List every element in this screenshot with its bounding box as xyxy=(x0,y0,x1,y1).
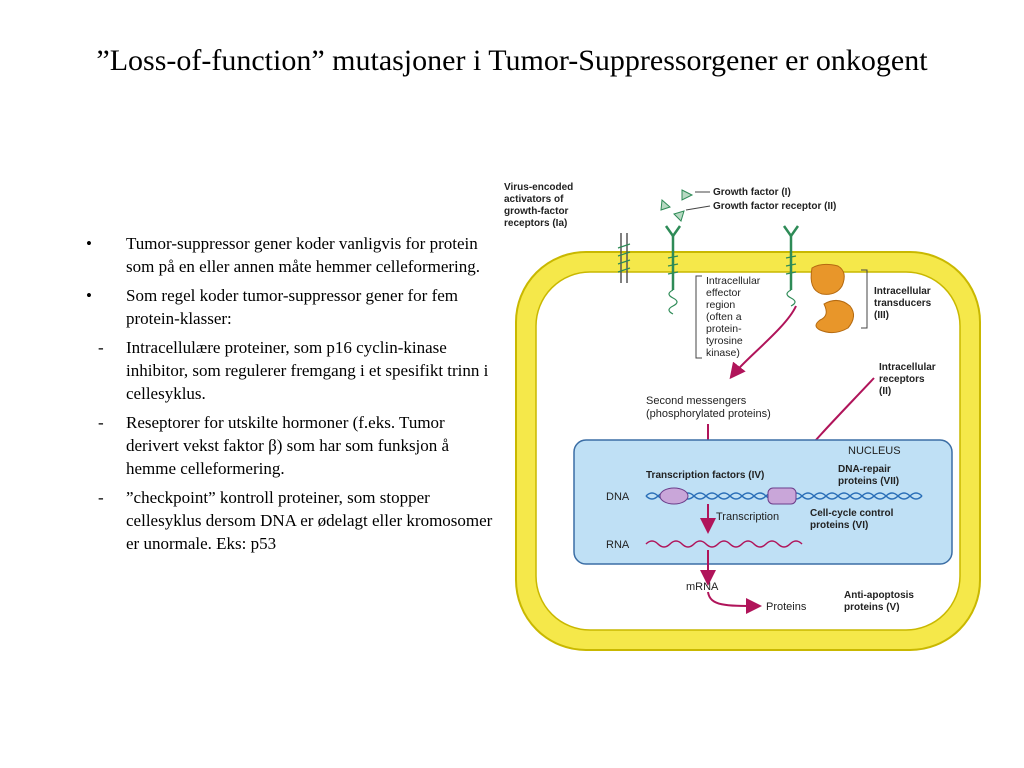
bracket xyxy=(861,269,868,329)
nucleus xyxy=(573,439,953,565)
rna-strand xyxy=(645,540,803,548)
sub-symbol: - xyxy=(98,338,104,357)
bullet-symbol: • xyxy=(86,286,92,305)
growth-factor-icon xyxy=(660,198,671,211)
pointer-line xyxy=(685,205,711,211)
sub-item: - ”checkpoint” kontroll proteiner, som s… xyxy=(86,486,496,555)
bullet-item: • Som regel koder tumor-suppressor gener… xyxy=(86,284,496,330)
transcription-factor-icon xyxy=(767,487,797,505)
sub-symbol: - xyxy=(98,413,104,432)
signal-arrow xyxy=(707,591,762,614)
signal-arrow xyxy=(729,305,797,380)
proteins-label: Proteins xyxy=(766,601,807,613)
transcription-label: Transcription xyxy=(716,511,779,523)
sub-item: - Intracellulære proteiner, som p16 cycl… xyxy=(86,336,496,405)
rna-label: RNA xyxy=(606,539,630,551)
transcription-factor-icon xyxy=(659,487,689,505)
transducer-icon xyxy=(810,263,845,295)
virus-receptor-icon xyxy=(617,233,631,283)
bullet-text: Som regel koder tumor-suppressor gener f… xyxy=(126,286,459,328)
growth-factor-icon xyxy=(673,210,685,222)
growth-factor-label: Growth factor (I) xyxy=(713,187,791,198)
growth-factor-receptor-icon xyxy=(664,225,682,315)
sub-text: Intracellulære proteiner, som p16 cyclin… xyxy=(126,338,489,403)
growth-factor-receptor-icon xyxy=(782,225,800,307)
bullet-list: • Tumor-suppressor gener koder vanligvis… xyxy=(86,232,496,561)
slide-title: ”Loss-of-function” mutasjoner i Tumor-Su… xyxy=(96,44,928,77)
growth-factor-receptor-label: Growth factor receptor (II) xyxy=(713,201,836,212)
transducer-icon xyxy=(815,300,854,334)
mrna-label: mRNA xyxy=(686,581,719,593)
dna-label: DNA xyxy=(606,491,630,503)
growth-factor-icon xyxy=(681,189,694,201)
bracket xyxy=(695,275,702,359)
bullet-text: Tumor-suppressor gener koder vanligvis f… xyxy=(126,234,481,276)
transcription-factors-label: Transcription factors (IV) xyxy=(646,470,764,481)
bullet-symbol: • xyxy=(86,234,92,253)
sub-text: Reseptorer for utskilte hormoner (f.eks.… xyxy=(126,413,450,478)
nucleus-label: NUCLEUS xyxy=(848,445,901,457)
sub-item: - Reseptorer for utskilte hormoner (f.ek… xyxy=(86,411,496,480)
sub-symbol: - xyxy=(98,488,104,507)
second-messengers-label: Second messengers(phosphorylated protein… xyxy=(646,395,771,420)
bullet-item: • Tumor-suppressor gener koder vanligvis… xyxy=(86,232,496,278)
sub-text: ”checkpoint” kontroll proteiner, som sto… xyxy=(126,488,493,553)
